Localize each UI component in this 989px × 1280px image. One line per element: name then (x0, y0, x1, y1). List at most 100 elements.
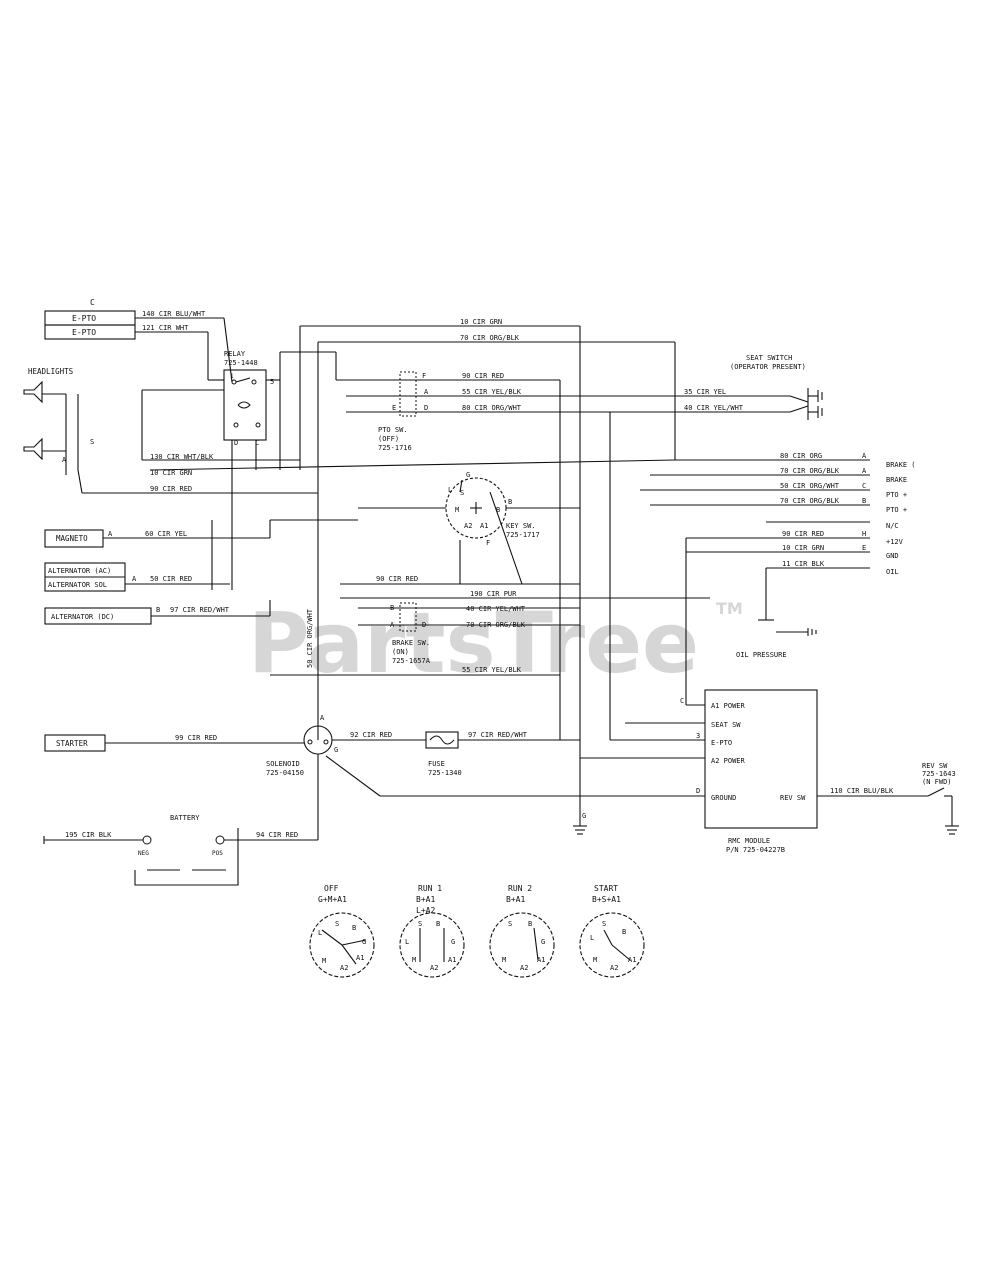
solenoid-part: 725-04150 (266, 769, 304, 777)
right-wire-50: 50 CIR ORG/WHT (780, 482, 840, 490)
rmc-term-e-pto: E-PTO (711, 739, 732, 747)
right-connector: 80 CIR ORG A BRAKE ( 70 CIR ORG/BLK A BR… (559, 326, 916, 800)
wire-97-fuse-label: 97 CIR RED/WHT (468, 731, 528, 739)
rmc-module-label: RMC MODULE (728, 837, 770, 845)
rmc-term-seat-sw: SEAT SW (711, 721, 741, 729)
magneto-pin-a: A (108, 530, 113, 538)
battery: BATTERY NEG POS 195 CIR BLK 94 CIR RED (43, 814, 318, 886)
key-pos-run2-combo: B+A1 (506, 895, 525, 904)
partstree-watermark: PartsTree (248, 594, 699, 692)
right-wire-80: 80 CIR ORG (780, 452, 822, 460)
key-off-pin-s: S (335, 920, 339, 928)
right-letter-e: E (862, 544, 866, 552)
magneto-label: MAGNETO (56, 534, 88, 543)
wire-10-mid-label: 10 CIR GRN (150, 469, 192, 477)
pto-pin-a: A (424, 388, 429, 396)
headlights-label: HEADLIGHTS (28, 367, 74, 376)
pto-pin-f: F (422, 372, 426, 380)
headlight-pin-s: S (90, 438, 94, 446)
key-off-pin-l: L (318, 929, 322, 937)
fuse-part: 725-1340 (428, 769, 462, 777)
key-pos-run1-title: RUN 1 (418, 884, 442, 893)
right-label-gnd: GND (886, 552, 899, 560)
key-pos-off-title: OFF (324, 884, 339, 893)
wire-121-label: 121 CIR WHT (142, 324, 189, 332)
key-run2-pin-m: M (502, 956, 506, 964)
wire-110-label: 110 CIR BLU/BLK (830, 787, 894, 795)
rmc-term-ground: GROUND (711, 794, 736, 802)
battery-pos: POS (212, 850, 223, 857)
key-off-pin-m: M (322, 957, 326, 965)
wire-97-left-label: 97 CIR RED/WHT (170, 606, 230, 614)
fuse: FUSE 725-1340 97 CIR RED/WHT (425, 731, 580, 777)
key-switch: G L S M B B A2 A1 F KEY SW. 725-1717 (358, 471, 580, 585)
pto-pin-d: D (424, 404, 428, 412)
rmc-pin-p: 3 (696, 732, 700, 740)
e-pto-connector-box: C E-PTO E-PTO (44, 298, 136, 340)
wire-40-right-label: 40 CIR YEL/WHT (684, 404, 744, 412)
right-label-12v: +12V (886, 538, 904, 546)
right-wire-11: 11 CIR BLK (782, 560, 825, 568)
key-pin-s: S (460, 489, 464, 497)
right-letter-a1: A (862, 452, 867, 460)
pto-switch-label: PTO SW. (378, 426, 408, 434)
key-pin-m: M (455, 506, 459, 514)
key-switch-label: KEY SW. (506, 522, 536, 530)
pto-switch-state: (OFF) (378, 435, 399, 443)
wire-99-label: 99 CIR RED (175, 734, 217, 742)
wire-50-vertical-label: 50 CIR ORG/WHT (306, 608, 314, 668)
right-label-brake2: BRAKE (886, 476, 907, 484)
key-off-pin-a2: A2 (340, 964, 348, 972)
right-wire-70a: 70 CIR ORG/BLK (780, 467, 840, 475)
rev-sw-part: 725-1643 (922, 770, 956, 778)
wire-50-label: 50 CIR RED (150, 575, 192, 583)
seat-switch-note: (OPERATOR PRESENT) (730, 363, 806, 371)
rmc-term-a2-power: A2 POWER (711, 757, 746, 765)
wire-90-left-label: 90 CIR RED (150, 485, 192, 493)
key-position-run2: RUN 2 B+A1 S B G A1 A2 M (489, 884, 555, 978)
key-run2-pin-g: G (541, 938, 545, 946)
key-run1-pin-g: G (451, 938, 455, 946)
wire-94-label: 94 CIR RED (256, 831, 298, 839)
wire-35-label: 35 CIR YEL (684, 388, 726, 396)
solenoid-pin-g: G (334, 746, 338, 754)
key-pos-start-title: START (594, 884, 618, 893)
key-pin-a1: A1 (480, 522, 488, 530)
key-pos-run1-combo2: L+A2 (416, 906, 435, 915)
right-letter-a2: A (862, 467, 867, 475)
headlight-pin-a: A (62, 456, 67, 464)
key-off-pin-g: G (362, 938, 366, 946)
oil-pressure-label: OIL PRESSURE (736, 651, 787, 659)
key-pos-off-combo: G+M+A1 (318, 895, 347, 904)
right-label-pto2: PTO + (886, 506, 907, 514)
main-ground: G (573, 800, 587, 835)
key-position-start: START B+S+A1 L S B A1 A2 M (579, 884, 645, 978)
ground-pin-g: G (582, 812, 586, 820)
wire-60-label: 60 CIR YEL (145, 530, 187, 538)
key-run2-pin-s: S (508, 920, 512, 928)
watermark-tm: TM (716, 599, 743, 618)
rev-switch: REV SW 725-1643 (N FWD) (922, 762, 959, 835)
wire-92-label: 92 CIR RED (350, 731, 392, 739)
brake-switch: B A D BRAKE SW. (ON) 725-1657A (390, 602, 431, 665)
key-pin-l: L (448, 486, 452, 494)
oil-pressure-switch: OIL PRESSURE (736, 568, 817, 659)
key-pos-run2-title: RUN 2 (508, 884, 532, 893)
wire-10-top-label: 10 CIR GRN (460, 318, 502, 326)
starter-label: STARTER (56, 739, 88, 748)
right-wire-10: 10 CIR GRN (782, 544, 824, 552)
pto-switch: F A E D PTO SW. (OFF) 725-1716 (378, 371, 429, 452)
wire-130-label: 130 CIR WHT/BLK (150, 453, 214, 461)
rev-sw-state: (N FWD) (922, 778, 952, 786)
top-wiring: 140 CIR BLU/WHT 121 CIR WHT 10 CIR GRN 7… (135, 310, 790, 470)
key-position-run1: RUN 1 B+A1 L+A2 S B G A1 A2 M L (399, 884, 465, 978)
connector-c-label: C (90, 298, 95, 307)
alternator-dc-label: ALTERNATOR (DC) (51, 613, 114, 621)
battery-label: BATTERY (170, 814, 200, 822)
relay-pin-d: D (234, 439, 238, 447)
pto-pin-e: E (392, 404, 396, 412)
wire-70-top-label: 70 CIR ORG/BLK (460, 334, 520, 342)
right-letter-h: H (862, 530, 866, 538)
